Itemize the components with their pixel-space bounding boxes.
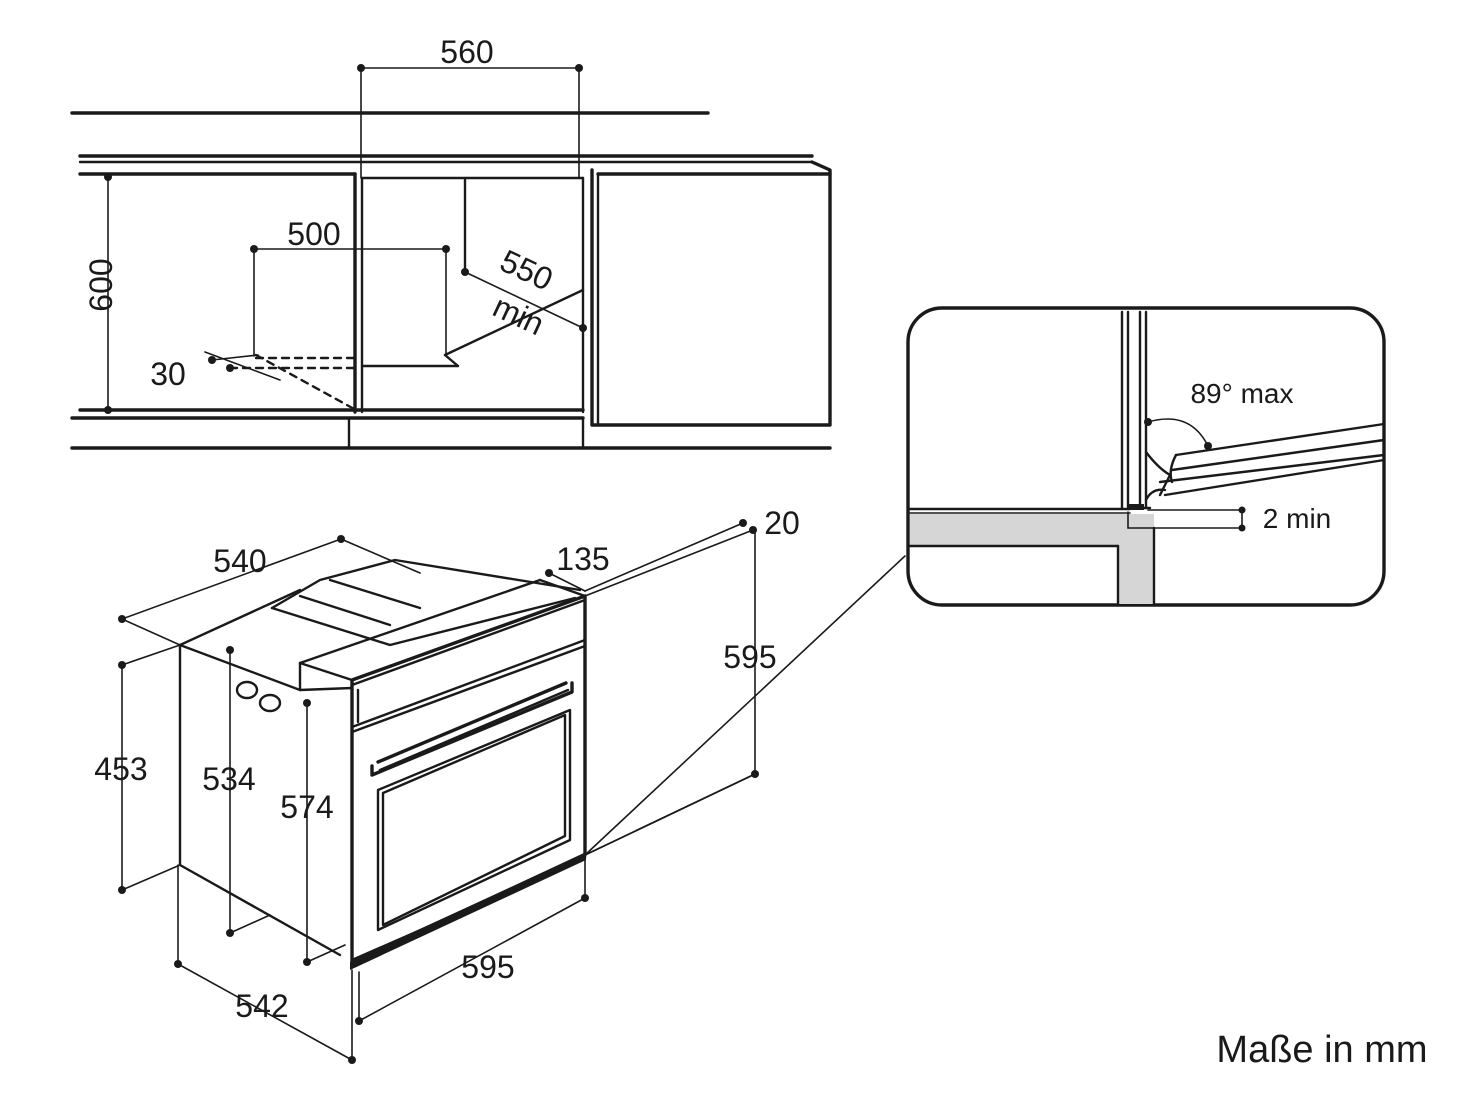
niche-inner-width-label: 500 [287, 216, 340, 252]
oven-body-height-label: 574 [280, 789, 333, 825]
oven-front-width-label: 595 [461, 949, 514, 985]
niche-drawing: 560 600 500 550 min 30 [70, 34, 832, 450]
oven-side-depth-label: 542 [235, 988, 288, 1024]
oven-front-offset-label: 135 [556, 541, 609, 577]
oven-front-height-label: 595 [723, 639, 776, 675]
oven-front-thickness-label: 20 [764, 505, 800, 541]
oven-side-height-label: 453 [94, 751, 147, 787]
niche-width-label: 560 [440, 34, 493, 70]
niche-vent-gap-label: 30 [150, 356, 186, 392]
niche-height-label: 600 [83, 258, 119, 311]
oven-inner-height-label: 534 [202, 761, 255, 797]
door-angle-label: 89° max [1190, 378, 1293, 409]
units-note: Maße in mm [1216, 1029, 1427, 1071]
oven-drawing: 540 135 20 595 453 534 574 542 595 [94, 505, 906, 1064]
door-gap-label: 2 min [1263, 503, 1331, 534]
door-detail: 89° max 2 min [906, 306, 1386, 607]
oven-top-depth-label: 540 [213, 543, 266, 579]
